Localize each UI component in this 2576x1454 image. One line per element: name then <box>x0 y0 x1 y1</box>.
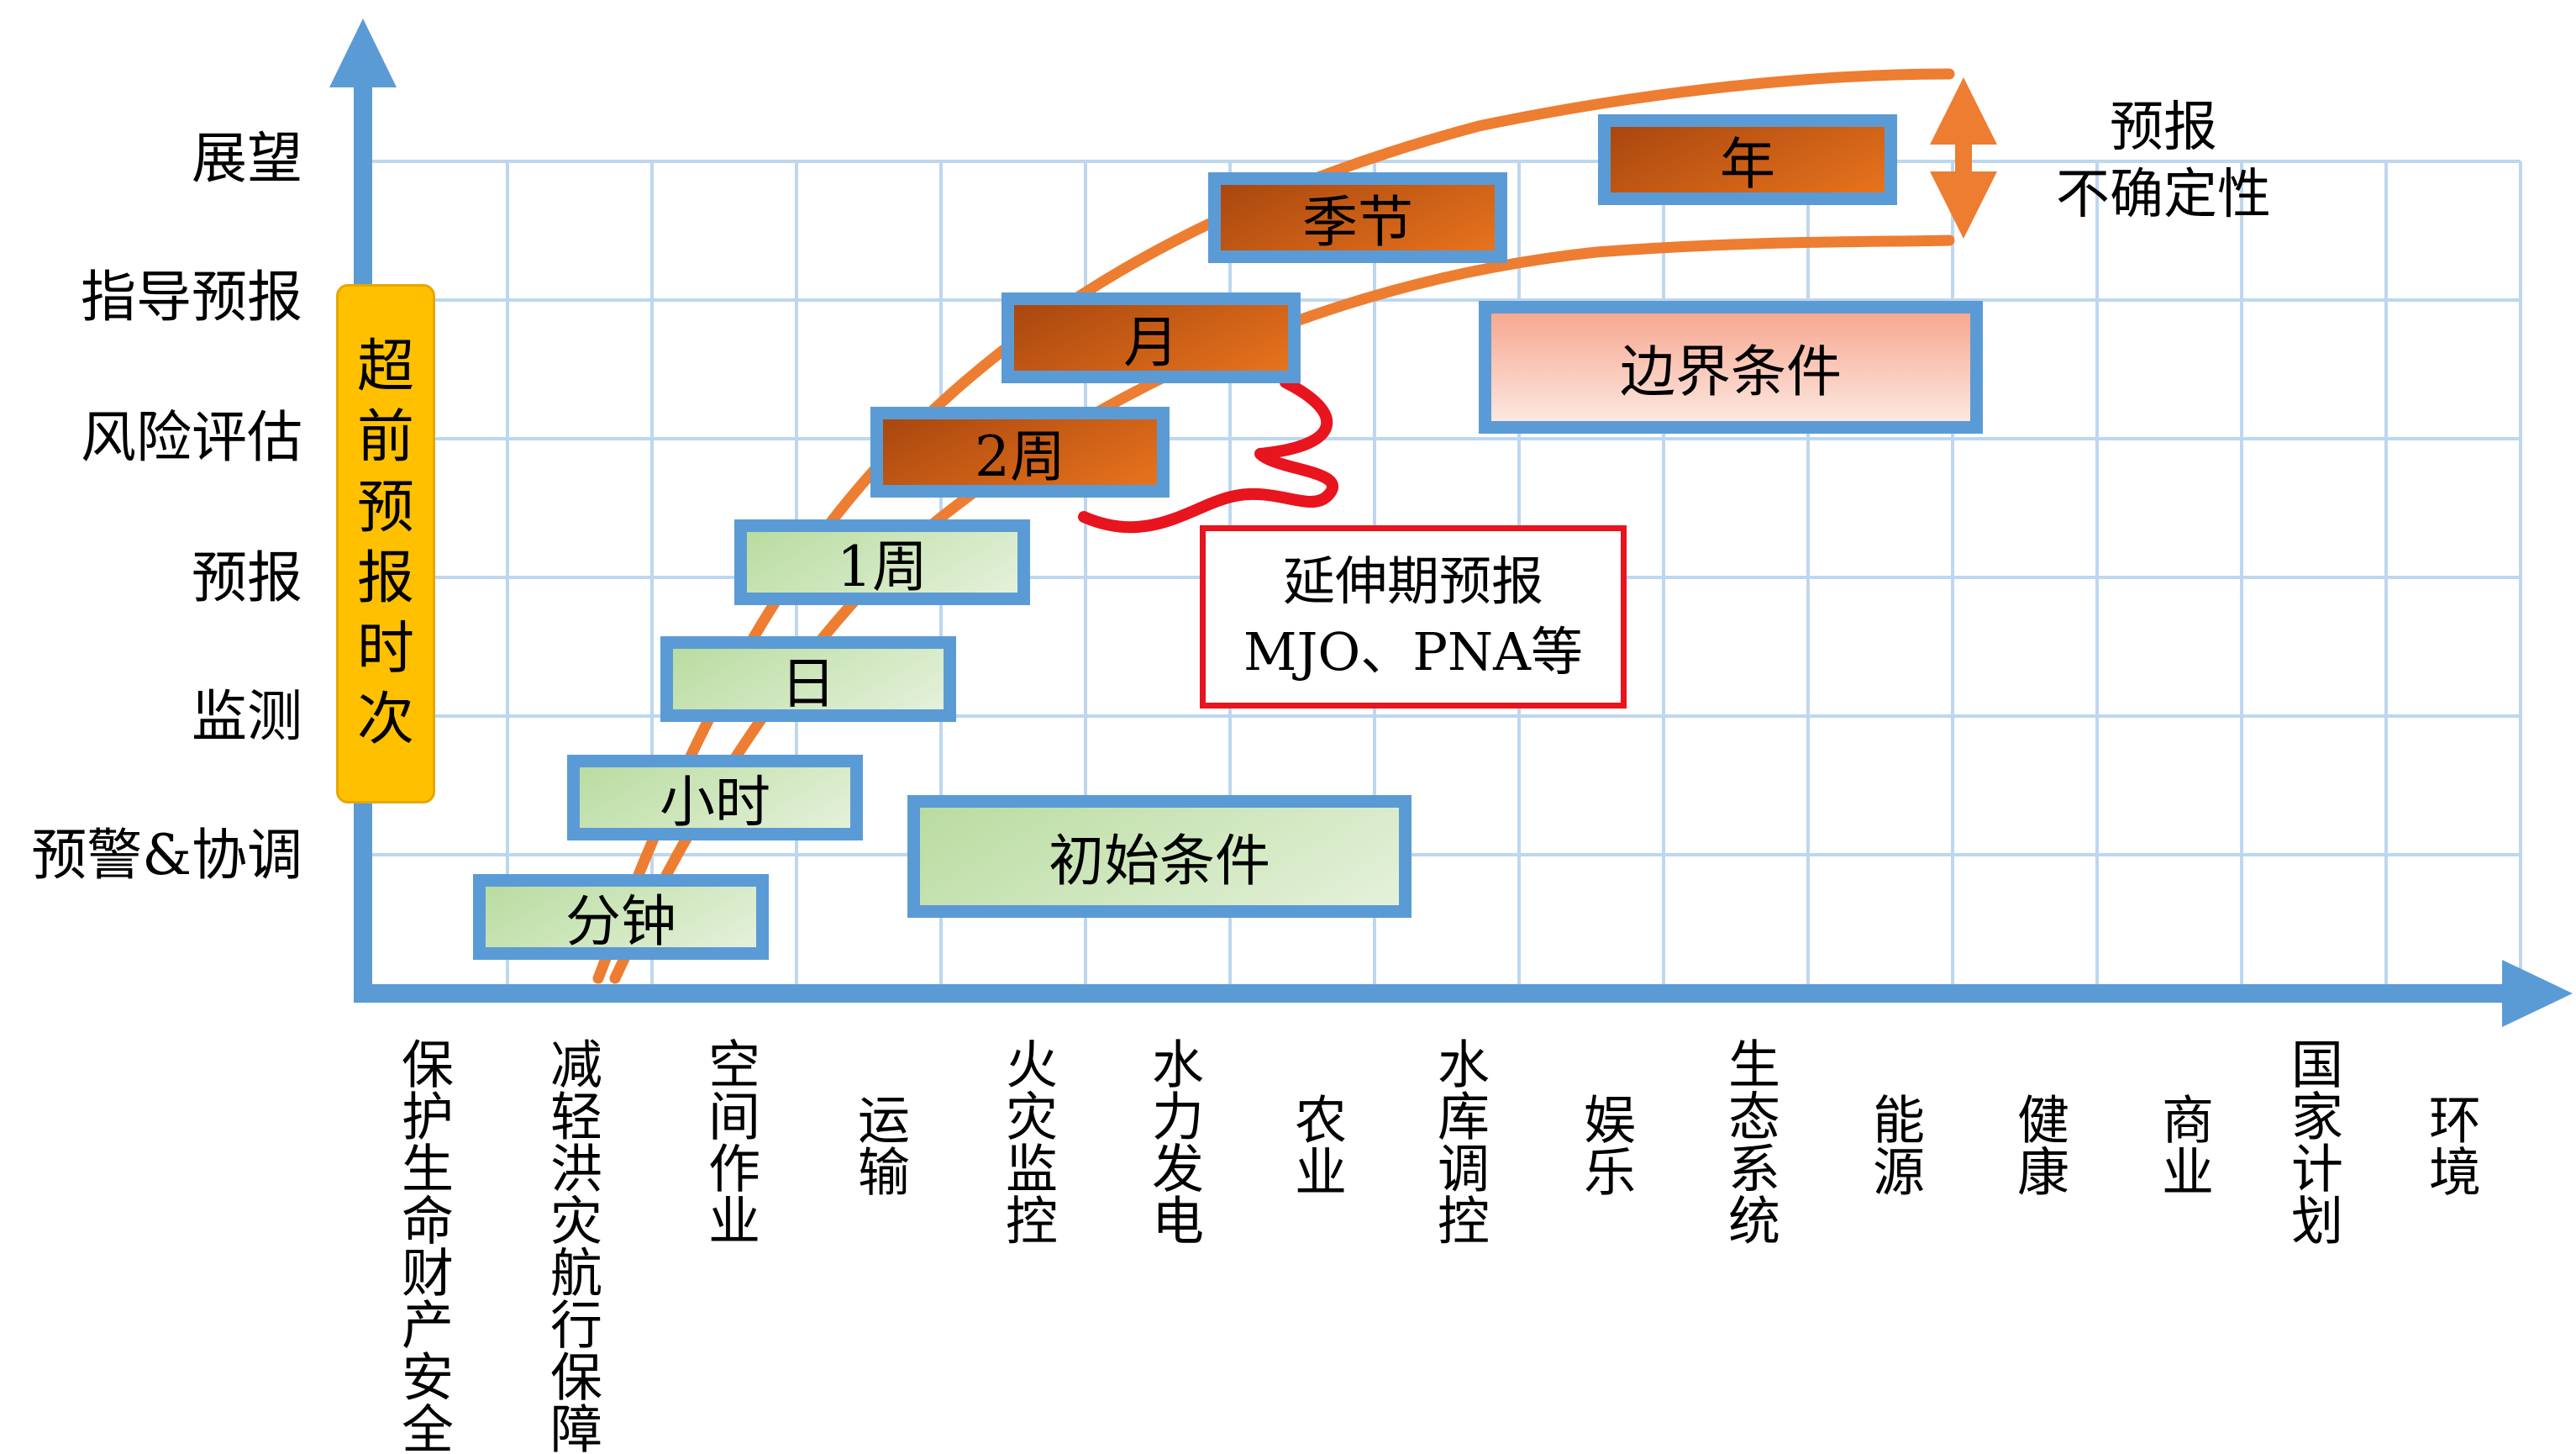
timescale-box-day: 日 <box>660 636 956 722</box>
x-label-reservoir: 水库调控 <box>1428 1037 1490 1246</box>
timescale-label-day: 日 <box>781 651 836 716</box>
y-label-warning-coordination: 预警&协调 <box>31 823 302 888</box>
x-axis-arrowhead <box>2502 960 2573 1027</box>
timescale-box-year: 年 <box>1598 114 1897 205</box>
extended-range-squiggle <box>1078 377 1338 534</box>
lead-time-label: 超前预报时次 <box>336 284 435 803</box>
x-label-agriculture: 农业 <box>1285 1093 1347 1197</box>
timescale-label-minute: 分钟 <box>565 889 676 954</box>
initial-conditions-label: 初始条件 <box>1049 829 1270 893</box>
x-label-hydropower: 水力发电 <box>1143 1037 1204 1246</box>
x-label-energy: 能源 <box>1864 1093 1925 1197</box>
timescale-box-season: 季节 <box>1208 172 1507 263</box>
boundary-conditions-label: 边界条件 <box>1620 340 1842 404</box>
x-label-ecosystems: 生态系统 <box>1719 1037 1780 1246</box>
x-label-fire-monitoring: 火灾监控 <box>996 1037 1058 1246</box>
lead-time-label-text: 超前预报时次 <box>356 334 414 753</box>
timescale-label-year: 年 <box>1720 132 1775 197</box>
uncertainty-band-upper-curve <box>592 68 1955 984</box>
timescale-label-week1: 1周 <box>837 535 928 599</box>
timescale-label-week2: 2周 <box>975 424 1065 489</box>
initial-conditions-box: 初始条件 <box>907 795 1412 918</box>
timescale-box-month: 月 <box>1001 292 1301 383</box>
x-label-flood-navigation: 减轻洪灾航行保障 <box>541 1037 602 1454</box>
timescale-box-minute: 分钟 <box>473 874 769 960</box>
timescale-label-month: 月 <box>1123 310 1179 375</box>
x-label-commerce: 商业 <box>2153 1093 2214 1197</box>
x-label-recreation: 娱乐 <box>1575 1093 1636 1197</box>
y-label-risk-assessment: 风险评估 <box>81 405 302 470</box>
y-label-outlook: 展望 <box>192 126 302 191</box>
x-label-transport: 运输 <box>849 1093 910 1197</box>
y-label-guidance: 指导预报 <box>81 265 302 329</box>
timescale-box-week1: 1周 <box>734 519 1030 605</box>
y-axis-arrowhead <box>329 18 397 87</box>
x-label-space-operations: 空间作业 <box>699 1037 760 1246</box>
x-label-life-property: 保护生命财产安全 <box>392 1037 454 1454</box>
extended-range-forecast-examples: MJO、PNA等 <box>1243 621 1583 682</box>
timescale-label-season: 季节 <box>1302 190 1413 255</box>
forecast-uncertainty-line2: 不确定性 <box>2056 164 2271 226</box>
boundary-conditions-box: 边界条件 <box>1479 301 1983 434</box>
extended-range-forecast-box: 延伸期预报 MJO、PNA等 <box>1200 525 1627 709</box>
y-label-monitoring: 监测 <box>192 684 302 749</box>
x-label-environment: 环境 <box>2420 1093 2481 1197</box>
timescale-label-hour: 小时 <box>660 770 770 835</box>
x-label-national-planning: 国家计划 <box>2282 1037 2343 1246</box>
forecast-uncertainty-line1: 预报 <box>2110 97 2217 159</box>
timescale-box-week2: 2周 <box>870 407 1170 498</box>
x-label-health: 健康 <box>2008 1093 2069 1197</box>
y-label-forecast: 预报 <box>192 545 302 610</box>
timescale-box-hour: 小时 <box>567 755 863 840</box>
extended-range-forecast-title: 延伸期预报 <box>1282 551 1543 612</box>
forecast-uncertainty-label: 预报 不确定性 <box>2042 94 2285 229</box>
